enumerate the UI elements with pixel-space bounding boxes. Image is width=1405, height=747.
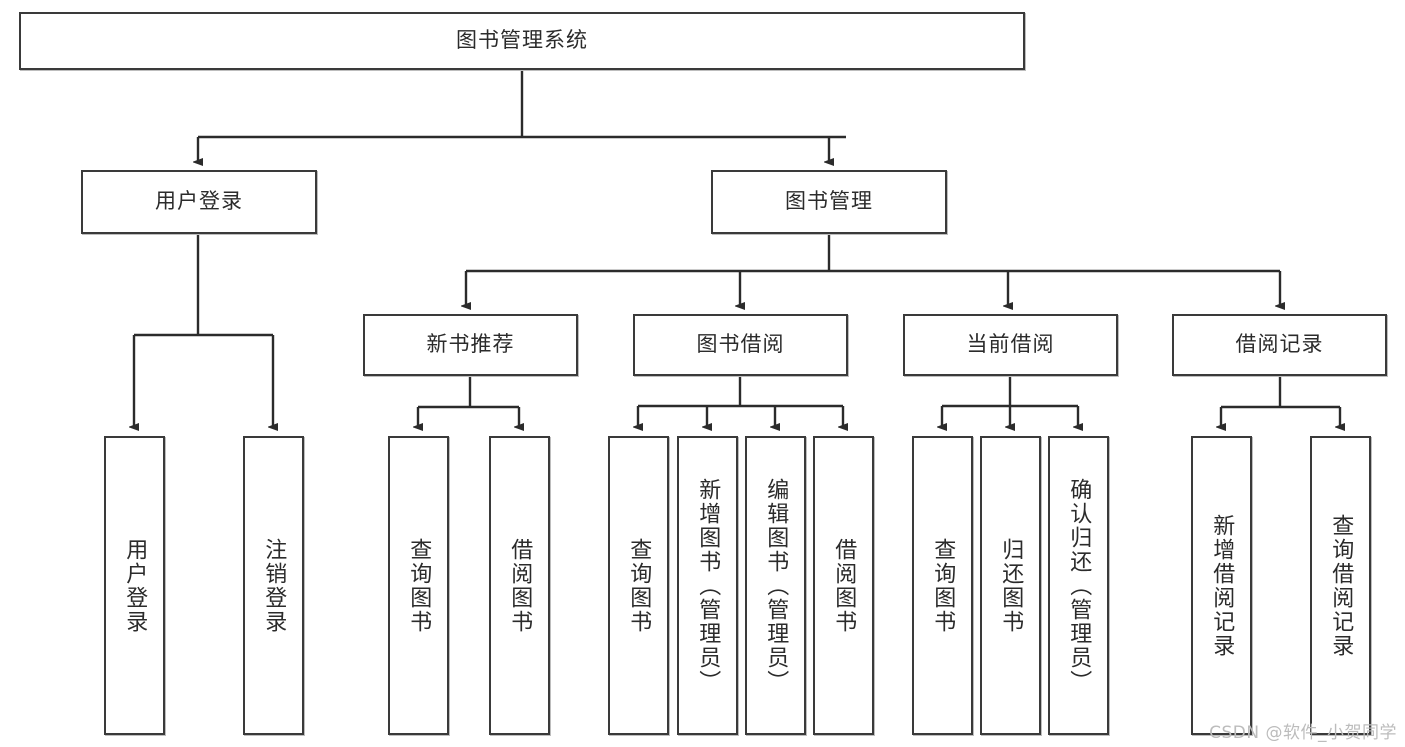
leaf-new-book-borrow-label: 借阅图书 <box>507 537 533 634</box>
leaf-new-book-query[interactable]: 查询图书 <box>388 436 449 735</box>
leaf-book-borrow-add-label: 新增图书（管理员） <box>695 477 721 694</box>
node-current-borrow-label: 当前借阅 <box>966 332 1055 357</box>
leaf-new-book-query-label: 查询图书 <box>406 537 432 634</box>
node-user-login[interactable]: 用户登录 <box>81 170 317 234</box>
node-root-label: 图书管理系统 <box>456 28 588 53</box>
node-new-book-recommend-label: 新书推荐 <box>426 332 515 357</box>
node-root[interactable]: 图书管理系统 <box>19 12 1025 70</box>
node-book-management-label: 图书管理 <box>785 189 873 214</box>
leaf-user-login-logout[interactable]: 注销登录 <box>243 436 304 735</box>
node-book-borrow[interactable]: 图书借阅 <box>633 314 848 376</box>
leaf-new-book-borrow[interactable]: 借阅图书 <box>489 436 550 735</box>
leaf-user-login-login-label: 用户登录 <box>122 537 148 634</box>
leaf-user-login-logout-label: 注销登录 <box>261 537 287 634</box>
leaf-user-login-login[interactable]: 用户登录 <box>104 436 165 735</box>
leaf-book-borrow-add[interactable]: 新增图书（管理员） <box>677 436 738 735</box>
leaf-current-borrow-return[interactable]: 归还图书 <box>980 436 1041 735</box>
leaf-borrow-record-add[interactable]: 新增借阅记录 <box>1191 436 1252 735</box>
node-current-borrow[interactable]: 当前借阅 <box>903 314 1118 376</box>
leaf-book-borrow-query[interactable]: 查询图书 <box>608 436 669 735</box>
leaf-current-borrow-confirm-label: 确认归还（管理员） <box>1066 477 1092 694</box>
node-borrow-record[interactable]: 借阅记录 <box>1172 314 1387 376</box>
leaf-current-borrow-return-label: 归还图书 <box>998 537 1024 634</box>
leaf-current-borrow-query[interactable]: 查询图书 <box>912 436 973 735</box>
leaf-borrow-record-query-label: 查询借阅记录 <box>1328 513 1354 658</box>
leaf-current-borrow-query-label: 查询图书 <box>930 537 956 634</box>
leaf-book-borrow-borrow[interactable]: 借阅图书 <box>813 436 874 735</box>
leaf-book-borrow-edit-label: 编辑图书（管理员） <box>763 477 789 694</box>
node-book-borrow-label: 图书借阅 <box>696 332 785 357</box>
leaf-borrow-record-query[interactable]: 查询借阅记录 <box>1310 436 1371 735</box>
node-book-management[interactable]: 图书管理 <box>711 170 947 234</box>
node-new-book-recommend[interactable]: 新书推荐 <box>363 314 578 376</box>
leaf-current-borrow-confirm[interactable]: 确认归还（管理员） <box>1048 436 1109 735</box>
node-borrow-record-label: 借阅记录 <box>1235 332 1324 357</box>
leaf-book-borrow-borrow-label: 借阅图书 <box>831 537 857 634</box>
node-user-login-label: 用户登录 <box>155 189 243 214</box>
leaf-borrow-record-add-label: 新增借阅记录 <box>1209 513 1235 658</box>
watermark: CSDN @软件_小贺同学 <box>1209 723 1397 743</box>
leaf-book-borrow-edit[interactable]: 编辑图书（管理员） <box>745 436 806 735</box>
leaf-book-borrow-query-label: 查询图书 <box>626 537 652 634</box>
